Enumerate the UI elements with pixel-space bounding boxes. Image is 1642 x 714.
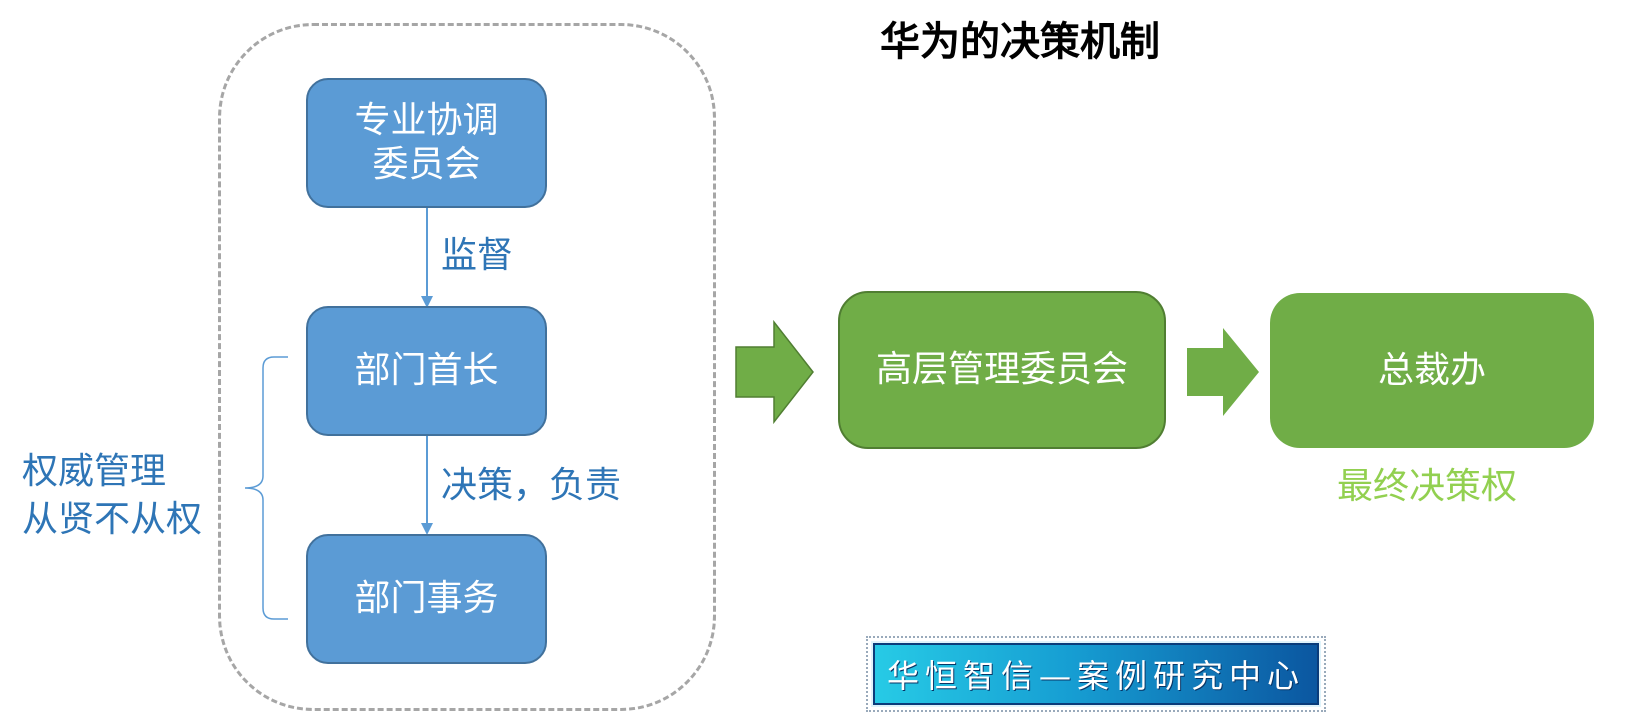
committee-box-line-1: 专业协调 <box>354 100 499 141</box>
president-office-label: 总裁办 <box>1377 349 1486 391</box>
final-decision-label: 最终决策权 <box>1337 466 1518 507</box>
side-note-line-1: 权威管理 <box>22 451 167 492</box>
dept-affairs-label: 部门事务 <box>354 578 499 619</box>
department-group-frame <box>218 23 716 711</box>
watermark-stamp: 华恒智信—案例研究中心 <box>866 636 1326 712</box>
committee-box-line-2: 委员会 <box>372 144 481 185</box>
decide-arrow-head <box>421 523 433 535</box>
left-brace <box>244 356 288 620</box>
supervise-label: 监督 <box>441 235 514 276</box>
senior-management-box: 高层管理委员会 <box>838 291 1166 449</box>
side-note: 权威管理 从贤不从权 <box>22 448 202 544</box>
watermark-stamp-text: 华恒智信—案例研究中心 <box>871 641 1321 707</box>
page-title: 华为的决策机制 <box>880 19 1160 65</box>
decide-label: 决策，负责 <box>441 465 622 506</box>
dept-head-box: 部门首长 <box>306 306 547 436</box>
right-arrow-1 <box>735 319 814 425</box>
side-note-line-2: 从贤不从权 <box>22 499 203 540</box>
senior-management-label: 高层管理委员会 <box>875 349 1128 390</box>
president-office-box: 总裁办 <box>1270 293 1594 448</box>
supervise-arrow-head <box>421 296 433 308</box>
dept-affairs-box: 部门事务 <box>306 534 547 664</box>
dept-head-label: 部门首长 <box>354 350 499 391</box>
right-arrow-2 <box>1187 328 1259 416</box>
committee-box: 专业协调 委员会 <box>306 78 547 208</box>
